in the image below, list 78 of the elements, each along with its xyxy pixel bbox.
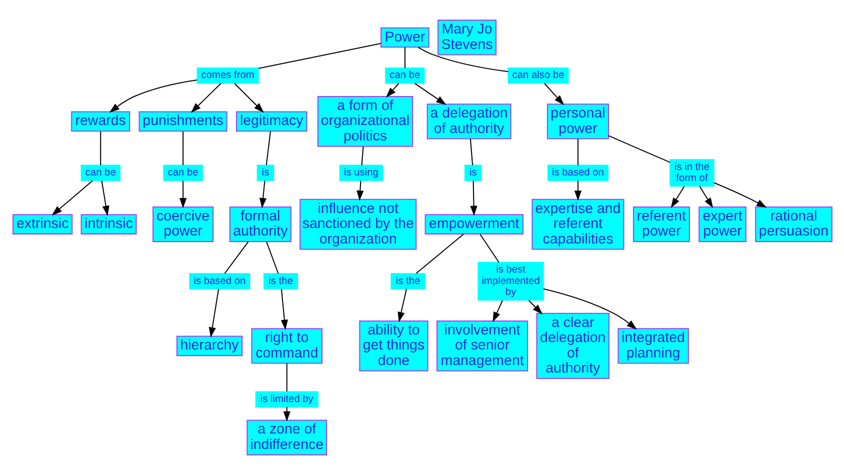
node-box: right to command: [250, 328, 322, 364]
node-box: can be: [162, 164, 202, 181]
arrow: [542, 288, 636, 330]
node-box: is based on: [546, 164, 608, 181]
node-box: rewards: [70, 111, 130, 132]
arrow: [258, 180, 266, 208]
arrow: [544, 83, 564, 106]
connector: [100, 132, 101, 166]
connector: [469, 138, 473, 166]
node-box: a clear delegation of authority: [536, 312, 610, 379]
connector: [415, 234, 464, 274]
node-box: comes from: [196, 68, 258, 84]
node-box: Power: [380, 27, 429, 48]
node-box: involvement of senior management: [436, 320, 528, 372]
connector: [479, 234, 499, 263]
connector: [258, 42, 380, 69]
arrow: [208, 288, 219, 338]
node-box: ability to get things done: [358, 320, 428, 372]
node-box: influence not sanctioned by the organization: [299, 198, 416, 250]
connector: [417, 46, 508, 72]
arrow: [100, 180, 109, 216]
arrow: [528, 300, 542, 314]
arrow: [698, 186, 713, 208]
connector: [286, 363, 287, 392]
arrow: [280, 288, 288, 330]
node-box: coercive power: [152, 206, 214, 242]
arrow: [670, 186, 684, 208]
node-box: expertise and referent capabilities: [531, 198, 624, 250]
node-box: a zone of indifference: [246, 420, 327, 456]
node-box: legitimacy: [235, 111, 307, 132]
node-box: personal power: [546, 104, 609, 140]
node-box: empowerment: [424, 214, 524, 234]
node-box: can also be: [507, 68, 568, 84]
arrow: [282, 406, 290, 422]
node-box: is limited by: [254, 391, 318, 408]
node-box: is: [464, 164, 482, 181]
arrow: [190, 83, 221, 113]
node-box: is using: [338, 164, 383, 181]
arrow: [108, 80, 196, 113]
node-box: can be: [384, 68, 424, 84]
node-box: integrated planning: [617, 328, 688, 364]
node-box: is the: [262, 273, 298, 290]
node-box: is in the form of: [669, 159, 714, 187]
arrow: [234, 83, 264, 113]
arrow: [356, 180, 364, 201]
arrow: [397, 288, 406, 322]
connector: [182, 132, 184, 166]
node-box: is the: [390, 273, 425, 290]
connector: [265, 131, 270, 166]
node-box: formal authority: [228, 206, 291, 242]
node-box: can be: [80, 164, 120, 181]
node-box: referent power: [632, 206, 690, 242]
node-box: rational persuasion: [754, 206, 832, 242]
arrow: [492, 300, 503, 322]
arrow: [414, 82, 446, 105]
connector: [608, 135, 670, 163]
node-box: is: [256, 164, 274, 181]
node-box: a delegation of authority: [426, 104, 511, 140]
node-box: a form of organizational politics: [316, 96, 413, 147]
node-box: extrinsic: [12, 214, 72, 234]
arrow: [178, 180, 186, 208]
arrow: [51, 180, 92, 216]
connector: [360, 146, 364, 166]
node-box: Mary Jo Stevens: [437, 20, 496, 56]
connector: [224, 241, 248, 274]
node-box: is based on: [188, 273, 250, 290]
connector: [266, 242, 278, 274]
node-box: punishments: [138, 111, 227, 132]
connector: [576, 138, 578, 166]
arrow: [574, 180, 582, 201]
arrow: [713, 182, 766, 208]
node-box: is best implemented by: [477, 262, 544, 301]
connector: [404, 47, 405, 68]
node-box: intrinsic: [80, 214, 136, 234]
node-box: expert power: [698, 206, 746, 242]
arrow: [386, 83, 399, 98]
node-box: hierarchy: [176, 336, 242, 356]
arrow: [470, 180, 477, 216]
